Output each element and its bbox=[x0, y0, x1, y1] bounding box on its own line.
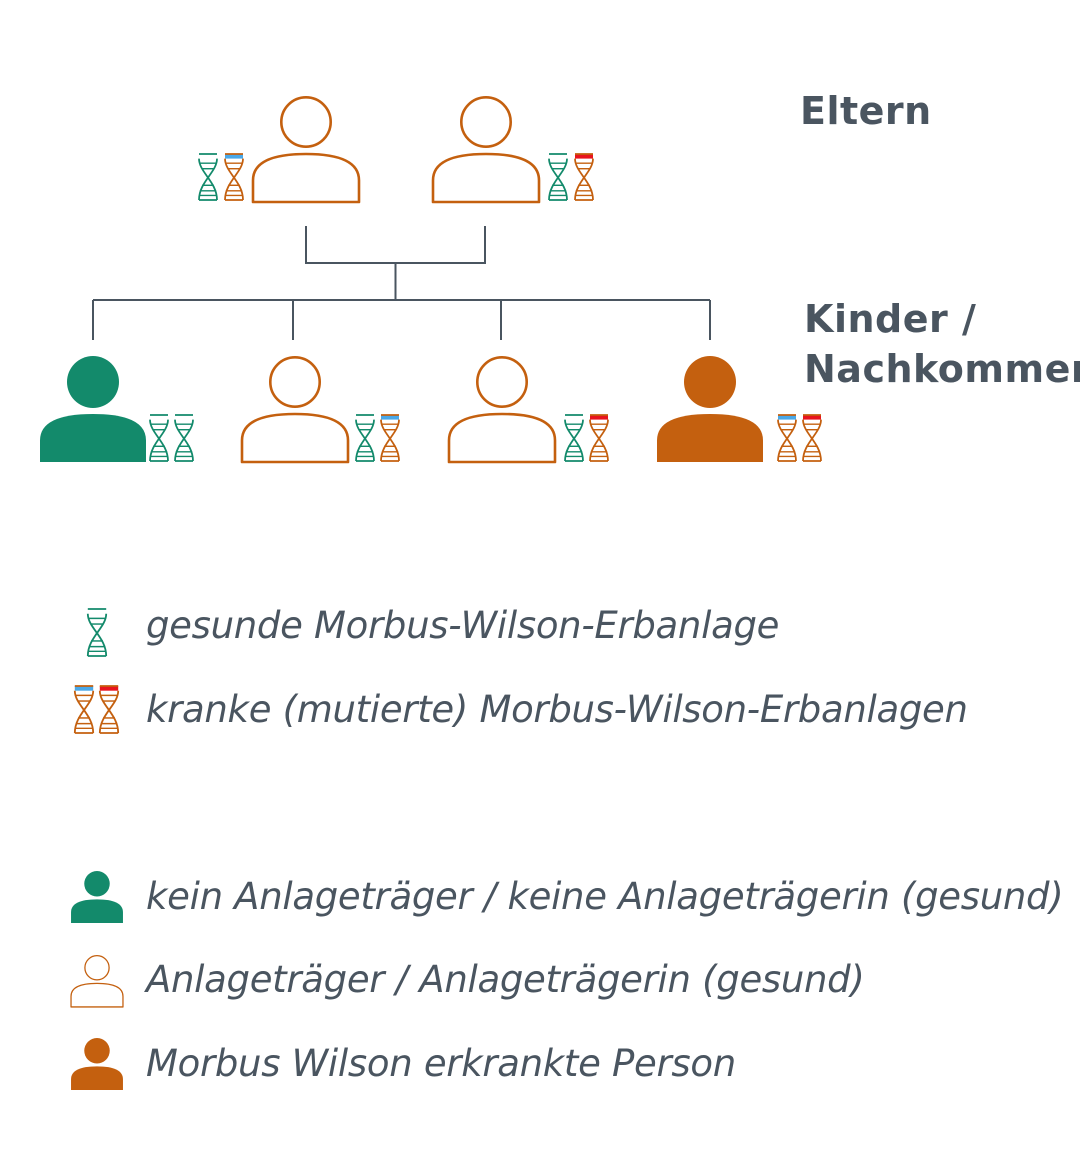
child-4-figure-body bbox=[657, 414, 763, 462]
child-4-dna-1-icon bbox=[777, 414, 797, 462]
parent-1-figure bbox=[251, 96, 361, 204]
legend-carrier-person-text: Anlageträger / Anlageträgerin (gesund) bbox=[146, 958, 865, 1001]
parent-2-dna-2-icon-mutation-mark bbox=[575, 154, 593, 159]
child-1-figure-body bbox=[40, 414, 146, 462]
children-label-line-2: Nachkommen bbox=[804, 347, 1080, 391]
child-2-figure-head bbox=[268, 355, 321, 408]
affected-person-icon bbox=[71, 1038, 123, 1090]
children-label-line-1: Kinder / bbox=[804, 297, 977, 341]
legend-mutated-gene-text: kranke (mutierte) Morbus-Wilson-Erbanlag… bbox=[146, 688, 968, 731]
legend-healthy-gene-text: gesunde Morbus-Wilson-Erbanlage bbox=[146, 604, 780, 647]
healthy-person-icon-body bbox=[71, 899, 123, 923]
mutated-dna-icon-red bbox=[98, 685, 120, 734]
carrier-person-icon bbox=[70, 954, 124, 1008]
children-label: Kinder / Nachkommen bbox=[804, 294, 1080, 394]
legend-affected-person-text: Morbus Wilson erkrankte Person bbox=[146, 1042, 736, 1085]
child-3-dna-2-icon bbox=[589, 414, 609, 462]
affected-person-icon-head bbox=[84, 1038, 110, 1064]
child-3-figure-head bbox=[475, 355, 528, 408]
child-1-dna-1-icon bbox=[149, 414, 169, 462]
parents-label: Eltern bbox=[800, 89, 932, 133]
parent-1-figure-body bbox=[251, 152, 361, 204]
parent-1-dna-2-icon-mutation-mark bbox=[225, 154, 243, 159]
child-3-figure bbox=[447, 355, 557, 464]
parent-1-figure-head bbox=[279, 96, 332, 149]
parent-2-dna-1-icon bbox=[548, 153, 568, 201]
healthy-person-icon-head bbox=[84, 871, 110, 897]
mutated-dna-icon-blue bbox=[73, 685, 95, 734]
legend-healthy-person-text: kein Anlageträger / keine Anlageträgerin… bbox=[146, 875, 1064, 918]
child-4-figure-head bbox=[684, 356, 736, 408]
parents-connector bbox=[305, 226, 486, 264]
child-2-dna-2-icon bbox=[380, 414, 400, 462]
child-2-figure-body bbox=[240, 412, 350, 464]
family-tree-connectors bbox=[92, 226, 711, 340]
child-4-dna-2-icon-mutation-mark bbox=[803, 415, 821, 420]
child-4-figure bbox=[657, 356, 763, 462]
child-2-dna-1-icon bbox=[355, 414, 375, 462]
mutated-dna-icon-red-mutation-mark bbox=[99, 686, 119, 691]
child-4-dna-2-icon bbox=[802, 414, 822, 462]
parent-2-dna-2-icon bbox=[574, 153, 594, 201]
carrier-person-icon-head bbox=[84, 954, 110, 981]
child-1-figure bbox=[40, 356, 146, 462]
legend-icons bbox=[70, 608, 124, 1090]
child-3-figure-body bbox=[447, 412, 557, 464]
parent-2-figure-body bbox=[431, 152, 541, 204]
child-2-figure bbox=[240, 355, 350, 464]
healthy-dna-icon bbox=[86, 608, 108, 657]
affected-person-icon-body bbox=[71, 1066, 123, 1090]
healthy-person-icon bbox=[71, 871, 123, 923]
child-3-dna-1-icon bbox=[564, 414, 584, 462]
child-2-dna-2-icon-mutation-mark bbox=[381, 415, 399, 420]
parent-1-dna-1-icon bbox=[198, 153, 218, 201]
parent-1-dna-2-icon bbox=[224, 153, 244, 201]
mutated-dna-icon-blue-mutation-mark bbox=[74, 686, 94, 691]
child-1-dna-2-icon bbox=[174, 414, 194, 462]
carrier-person-icon-body bbox=[70, 982, 124, 1008]
family-figures bbox=[40, 96, 822, 464]
parent-2-figure bbox=[431, 96, 541, 204]
child-4-dna-1-icon-mutation-mark bbox=[778, 415, 796, 420]
parent-2-figure-head bbox=[459, 96, 512, 149]
child-3-dna-2-icon-mutation-mark bbox=[590, 415, 608, 420]
child-1-figure-head bbox=[67, 356, 119, 408]
